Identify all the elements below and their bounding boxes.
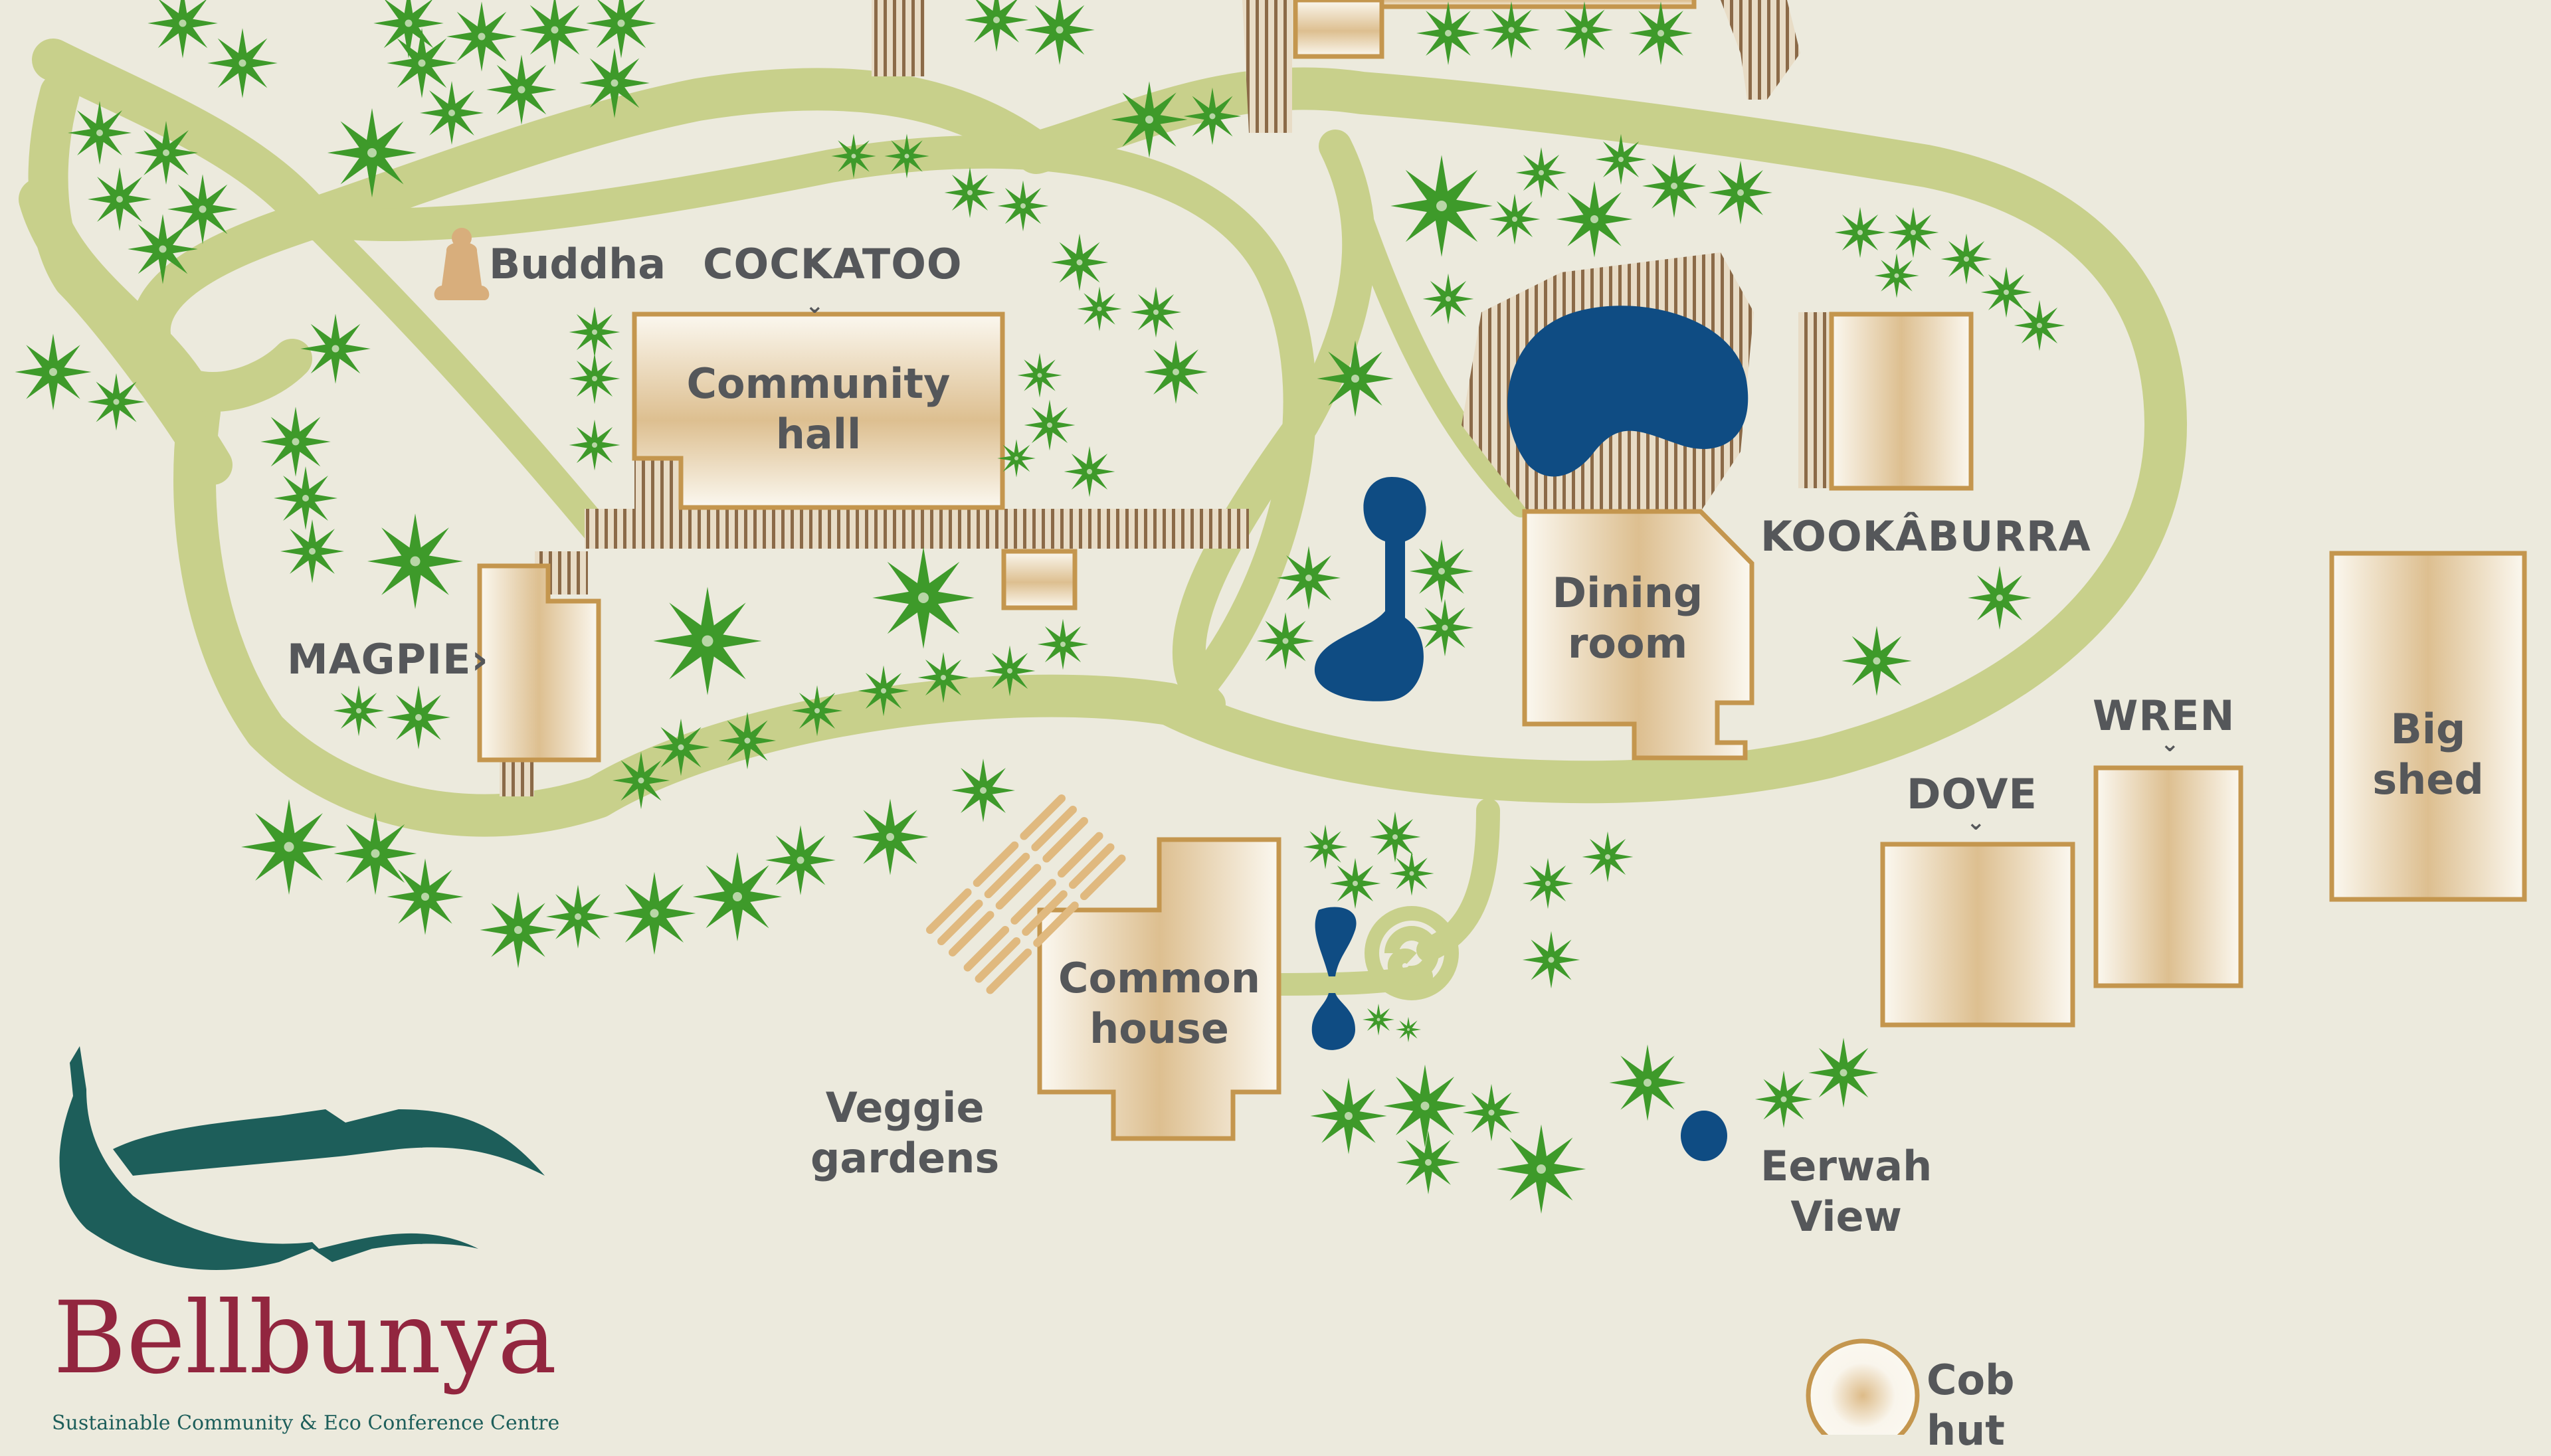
dove-pointer-icon: ⌄: [1966, 809, 1986, 836]
magpie-building: [477, 563, 601, 763]
main-pond: [1507, 306, 1748, 477]
big-shed-building: [2329, 551, 2527, 902]
wren-label: WREN: [2093, 691, 2235, 740]
logo-wordmark: Bellbunya: [53, 1281, 557, 1396]
cockatoo-pointer-icon: ⌄: [805, 292, 824, 319]
cob-hut-building: [1806, 1338, 1920, 1435]
wren-pointer-icon: ⌄: [2160, 731, 2180, 757]
hourglass-pond-top: [1315, 907, 1357, 976]
logo-tagline: Sustainable Community & Eco Conference C…: [52, 1411, 560, 1435]
dove-building: [1880, 842, 2075, 1028]
dove-label: DOVE: [1907, 770, 2037, 818]
magpie-label: MAGPIE›: [287, 635, 489, 683]
cob-hut-label: Cob hut: [1927, 1356, 2015, 1455]
walking-paths: [19, 39, 2187, 996]
logo-eucalyptus-leaves-icon: [59, 1046, 545, 1270]
dining-room-label: Dining room: [1552, 569, 1703, 668]
dumbbell-pond: [1314, 477, 1426, 701]
eerwah-view-label: Eerwah View: [1760, 1142, 1933, 1241]
kookaburra-label: KOOKÂBURRA: [1760, 512, 2091, 561]
veggie-garden-beds: [926, 794, 1126, 994]
spiral-path: [1365, 906, 1459, 1000]
eerwah-pond: [1681, 1111, 1727, 1161]
hourglass-pond-bottom: [1311, 993, 1355, 1050]
common-house-building: [1037, 837, 1281, 1141]
cockatoo-label: COCKATOO: [703, 240, 963, 288]
small-hut: [1001, 549, 1078, 610]
buddha-label: Buddha: [489, 240, 666, 288]
wren-building: [2093, 765, 2243, 988]
buddha-statue-icon: [434, 228, 490, 300]
buildings: [477, 0, 2527, 1435]
kookaburra-building: [1829, 312, 1974, 491]
ponds: [1311, 306, 1748, 1161]
common-house-label: Common house: [1058, 954, 1261, 1053]
veggie-gardens-label: Veggie gardens: [810, 1083, 1000, 1182]
big-shed-label: Big shed: [2372, 705, 2484, 804]
community-hall-building: [632, 312, 1005, 510]
community-hall-label: Community hall: [686, 359, 951, 458]
top-building: [1293, 0, 1384, 59]
